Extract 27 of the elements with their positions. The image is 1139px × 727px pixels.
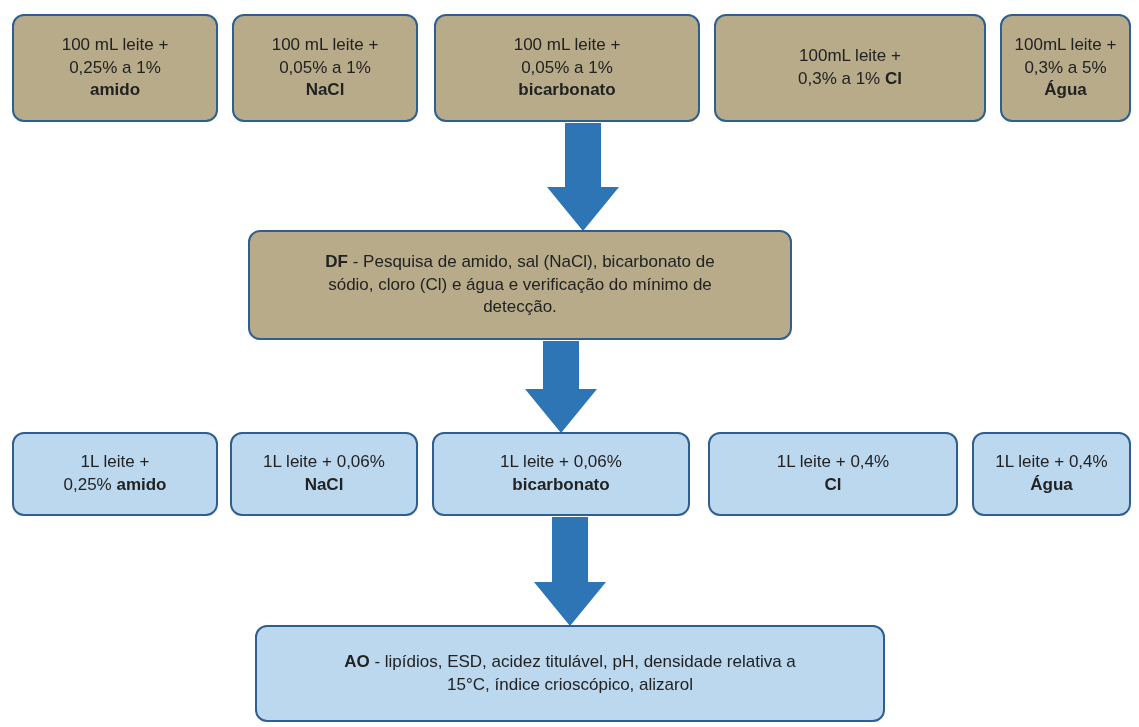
block-arrow (547, 123, 619, 231)
process-box (230, 432, 418, 516)
process-box (255, 625, 885, 722)
process-box (232, 14, 418, 122)
box-text: 100 mL leite + 0,05% a 1% bicarbonato (512, 33, 622, 102)
box-text: 100mL leite + 0,3% a 5% Água (1013, 33, 1118, 102)
process-box (248, 230, 792, 340)
process-box (434, 14, 700, 122)
box-text: DF - Pesquisa de amido, sal (NaCl), bicarbonato de sódio, cloro (Cl) e água e verificação do mínimo de detecção. (324, 250, 716, 319)
box-text: 1L leite + 0,4% Água (994, 451, 1109, 496)
box-text: 1L leite + 0,4% Cl (775, 451, 891, 496)
box-text: 1L leite + 0,06% NaCl (262, 451, 386, 496)
box-text: 1L leite + 0,06% bicarbonato (499, 451, 623, 496)
process-box (972, 432, 1131, 516)
box-text: AO - lipídios, ESD, acidez titulável, pH, densidade relativa a 15°C, índice crioscópico, alizarol (343, 650, 797, 696)
box-text: 100 mL leite + 0,25% a 1% amido (60, 33, 170, 102)
process-box (432, 432, 690, 516)
box-text: 1L leite + 0,25% amido (62, 451, 168, 496)
process-box (1000, 14, 1131, 122)
box-text: 100mL leite + 0,3% a 1% Cl (797, 45, 903, 90)
process-box (714, 14, 986, 122)
block-arrow (525, 341, 597, 433)
box-text: 100 mL leite + 0,05% a 1% NaCl (270, 33, 380, 102)
process-box (12, 14, 218, 122)
process-box (12, 432, 218, 516)
block-arrow (534, 517, 606, 626)
process-box (708, 432, 958, 516)
